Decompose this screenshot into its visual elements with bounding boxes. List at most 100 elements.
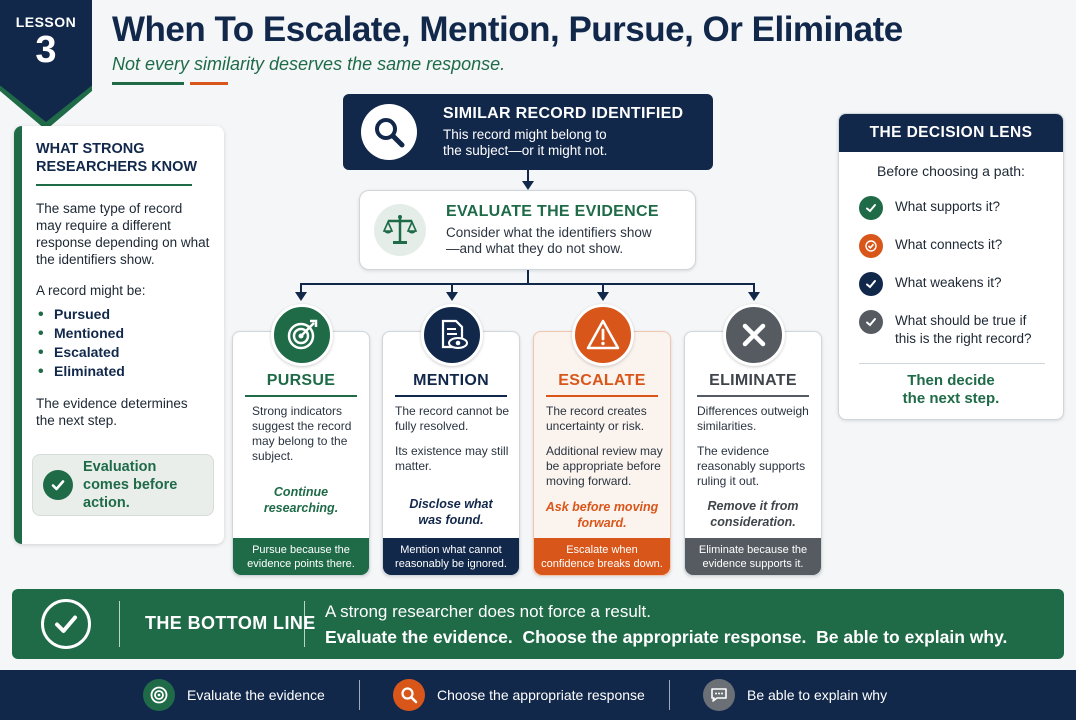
target-icon xyxy=(271,304,333,366)
card-title: PURSUE xyxy=(266,372,336,389)
panel-divider xyxy=(36,184,192,186)
list-item: Pursued xyxy=(36,305,210,324)
card-cta: Remove it from consideration. xyxy=(707,499,799,529)
card-body-text: The record cannot be fully resolved. xyxy=(395,404,510,433)
arrow-down-icon xyxy=(295,292,307,301)
similar-title: SIMILAR RECORD IDENTIFIED xyxy=(443,105,684,122)
panel-heading-line1: WHAT STRONG xyxy=(36,141,145,157)
footer-item-text: Choose the appropriate response xyxy=(437,687,645,703)
lens-closing-line1: Then decide xyxy=(907,372,995,389)
divider xyxy=(119,601,120,647)
check-icon xyxy=(859,310,883,334)
outcome-list: Pursued Mentioned Escalated Eliminated xyxy=(36,305,210,381)
footer-item: Evaluate the evidence xyxy=(143,679,325,711)
warning-icon xyxy=(572,304,634,366)
list-item: Eliminated xyxy=(36,362,210,381)
card-divider xyxy=(245,395,357,397)
card-divider xyxy=(395,395,507,397)
check-icon xyxy=(859,196,883,220)
evaluate-desc-line2: —and what they do not show. xyxy=(446,241,624,256)
card-body-text: Strong indicators suggest the record may… xyxy=(252,404,352,463)
arrow-down-icon xyxy=(522,181,534,190)
title-underline-green xyxy=(112,82,184,85)
check-icon xyxy=(859,234,883,258)
card-escalate: ESCALATE The record creates uncertainty … xyxy=(533,304,671,576)
card-divider xyxy=(697,395,809,397)
card-body: The record cannot be fully resolved. Its… xyxy=(395,404,513,474)
lens-question: What supports it? xyxy=(859,196,1000,220)
lens-intro: Before choosing a path: xyxy=(877,163,1025,179)
panel-list-intro: A record might be: xyxy=(36,283,146,298)
lens-question-text: What should be true if this is the right… xyxy=(895,313,1032,346)
panel-heading: WHAT STRONG RESEARCHERS KNOW xyxy=(36,140,210,176)
lens-closing-line2: the next step. xyxy=(902,390,1000,407)
connector-line xyxy=(300,283,302,295)
card-footer: Eliminate because the evidence supports … xyxy=(685,538,821,575)
list-item: Escalated xyxy=(36,343,210,362)
evaluate-evidence-box: EVALUATE THE EVIDENCE Consider what the … xyxy=(359,190,696,270)
card-body-text: Differences outweigh similarities. xyxy=(697,404,809,433)
card-mention: MENTION The record cannot be fully resol… xyxy=(382,304,520,576)
card-body: Strong indicators suggest the record may… xyxy=(252,404,362,464)
card-body: Differences outweigh similarities. The e… xyxy=(697,404,817,489)
check-circle-icon xyxy=(41,599,91,649)
divider xyxy=(359,680,360,710)
bottom-line-text2: Evaluate the evidence. Choose the approp… xyxy=(325,627,1008,647)
card-title: MENTION xyxy=(413,372,489,389)
x-icon xyxy=(723,304,785,366)
card-footer: Mention what cannot reasonably be ignore… xyxy=(383,538,519,575)
evaluation-callout: Evaluation comes before action. xyxy=(32,454,214,516)
decision-lens-panel: THE DECISION LENS Before choosing a path… xyxy=(838,113,1064,420)
branch-line xyxy=(300,283,755,285)
similar-desc-line2: the subject—or it might not. xyxy=(443,143,608,158)
card-cta: Continue researching. xyxy=(263,485,339,515)
target-icon xyxy=(143,679,175,711)
lens-closing: Then decide the next step. xyxy=(839,372,1063,408)
similar-desc: This record might belong to the subject—… xyxy=(443,127,683,159)
lens-title: THE DECISION LENS xyxy=(839,114,1063,152)
scale-icon xyxy=(374,204,426,256)
footer-item-text: Be able to explain why xyxy=(747,687,888,703)
card-footer: Pursue because the evidence points there… xyxy=(233,538,369,575)
lens-question: What connects it? xyxy=(859,234,1002,258)
footer-item: Be able to explain why xyxy=(703,679,887,711)
lesson-badge: LESSON 3 xyxy=(0,0,92,122)
card-body-text: The evidence reasonably supports ruling … xyxy=(697,444,806,488)
footer-item-text: Evaluate the evidence xyxy=(187,687,325,703)
document-eye-icon xyxy=(421,304,483,366)
page-subtitle: Not every similarity deserves the same r… xyxy=(112,54,506,74)
search-icon xyxy=(393,679,425,711)
lens-question-text: What weakens it? xyxy=(895,275,1002,290)
lesson-label: LESSON xyxy=(15,14,77,30)
bottom-line-label: THE BOTTOM LINE xyxy=(145,613,316,633)
card-pursue: PURSUE Strong indicators suggest the rec… xyxy=(232,304,370,576)
panel-heading-line2: RESEARCHERS KNOW xyxy=(36,159,198,175)
divider xyxy=(304,601,305,647)
lens-divider xyxy=(859,363,1045,364)
list-item: Mentioned xyxy=(36,324,210,343)
footer-bar: Evaluate the evidence Choose the appropr… xyxy=(0,670,1076,720)
bottom-line-banner: THE BOTTOM LINE A strong researcher does… xyxy=(12,589,1064,659)
page-title: When To Escalate, Mention, Pursue, Or El… xyxy=(112,10,903,49)
card-body: The record creates uncertainty or risk. … xyxy=(546,404,664,489)
card-cta: Disclose what was found. xyxy=(409,497,493,527)
evaluate-desc: Consider what the identifiers show —and … xyxy=(446,225,659,257)
callout-text: Evaluation comes before action. xyxy=(83,459,178,511)
speech-bubble-icon xyxy=(703,679,735,711)
connector-line xyxy=(527,270,529,284)
panel-closing: The evidence determines the next step. xyxy=(36,396,188,428)
lens-question-text: What supports it? xyxy=(895,199,1001,214)
panel-intro: The same type of record may require a di… xyxy=(36,201,210,267)
connector-line xyxy=(753,283,755,295)
connector-line xyxy=(451,283,453,295)
card-footer: Escalate when confidence breaks down. xyxy=(534,538,670,575)
arrow-down-icon xyxy=(597,292,609,301)
card-body-text: The record creates uncertainty or risk. xyxy=(546,404,647,433)
card-title: ELIMINATE xyxy=(709,372,797,389)
bottom-line-text1: A strong researcher does not force a res… xyxy=(325,602,652,621)
title-underline-orange xyxy=(190,82,228,85)
card-cta: Ask before moving forward. xyxy=(545,500,659,530)
lens-question: What weakens it? xyxy=(859,272,1002,296)
connector-line xyxy=(527,170,529,184)
card-title: ESCALATE xyxy=(558,372,646,389)
